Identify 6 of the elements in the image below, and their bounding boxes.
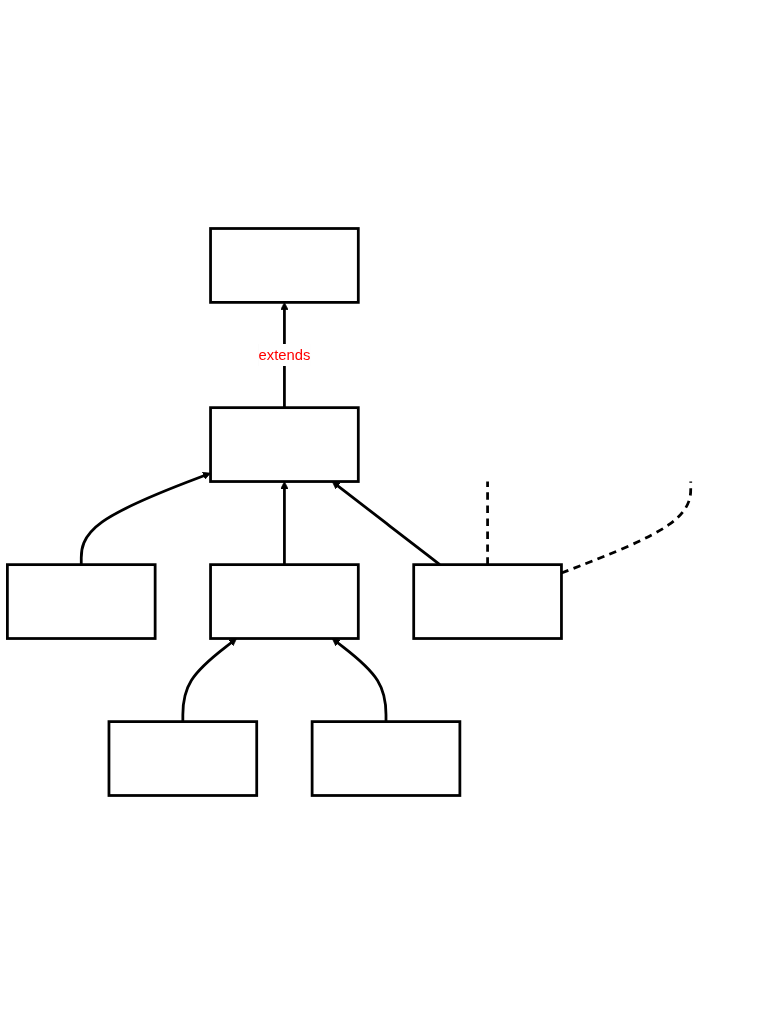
arrow <box>331 638 388 722</box>
edge-label: extends <box>258 346 311 363</box>
connector <box>486 481 489 565</box>
arrow <box>181 638 237 722</box>
arrow <box>280 481 289 565</box>
arrow <box>79 472 211 565</box>
